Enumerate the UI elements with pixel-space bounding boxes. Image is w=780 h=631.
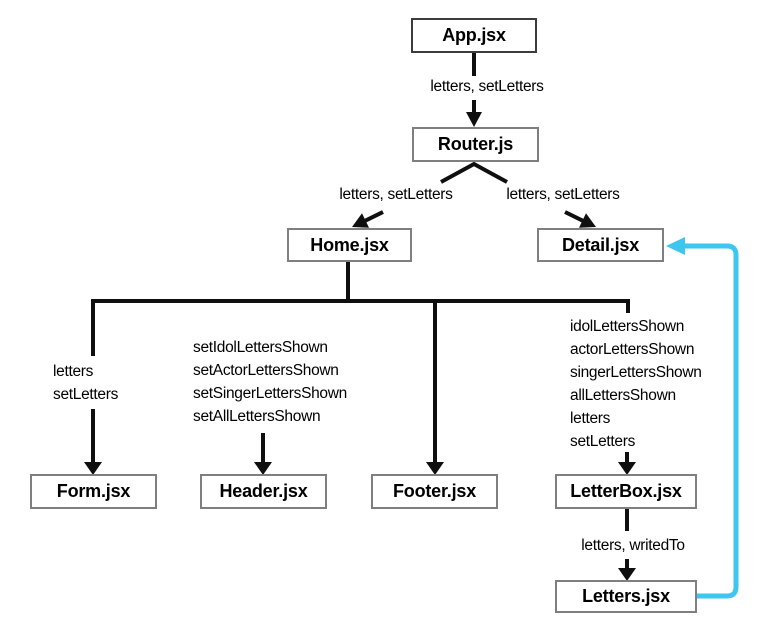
arrowhead-into-header xyxy=(254,462,272,475)
node-home-label: Home.jsx xyxy=(310,234,389,255)
node-form: Form.jsx xyxy=(30,474,157,509)
edge-label-router-to-home: letters, setLetters xyxy=(339,186,453,203)
node-app: App.jsx xyxy=(411,18,537,53)
node-letters: Letters.jsx xyxy=(555,580,697,613)
node-letters-label: Letters.jsx xyxy=(582,586,670,606)
edge-into-detail xyxy=(564,210,586,224)
edge-into-home xyxy=(362,210,384,224)
node-router: Router.js xyxy=(412,127,539,162)
prop-item: allLettersShown xyxy=(570,387,676,404)
arrowhead-feedback-into-detail xyxy=(666,237,685,255)
letterbox-props-list: idolLettersShown actorLettersShown singe… xyxy=(570,315,702,453)
node-footer-label: Footer.jsx xyxy=(392,481,477,501)
node-letterbox: LetterBox.jsx xyxy=(555,474,697,509)
node-header: Header.jsx xyxy=(200,474,327,509)
prop-item: setIdolLettersShown xyxy=(193,339,328,356)
arrowhead-into-router xyxy=(466,112,482,127)
prop-item: letters xyxy=(570,410,611,427)
node-footer: Footer.jsx xyxy=(371,474,498,509)
prop-item: idolLettersShown xyxy=(570,318,685,335)
prop-item: setLetters xyxy=(53,386,119,403)
arrowhead-into-footer xyxy=(426,462,444,475)
edge-label-app-to-router: letters, setLetters xyxy=(430,78,544,95)
prop-item: setAllLettersShown xyxy=(193,408,321,425)
prop-item: setSingerLettersShown xyxy=(193,385,347,402)
prop-item: singerLettersShown xyxy=(570,364,702,381)
node-form-label: Form.jsx xyxy=(56,481,131,501)
arrowhead-into-letterbox xyxy=(618,462,636,475)
form-props-list: letters setLetters xyxy=(53,360,118,406)
node-header-label: Header.jsx xyxy=(219,481,308,501)
node-letterbox-label: LetterBox.jsx xyxy=(570,481,682,501)
feedback-edge xyxy=(666,237,739,599)
arrowheads xyxy=(84,112,636,581)
feedback-edge-path xyxy=(684,243,739,599)
arrowhead-into-form xyxy=(84,462,102,475)
node-detail: Detail.jsx xyxy=(537,228,664,262)
arrowhead-into-letters xyxy=(618,568,636,581)
node-detail-label: Detail.jsx xyxy=(561,234,640,255)
tree-edges xyxy=(91,53,630,569)
prop-item: setLetters xyxy=(570,433,636,450)
prop-item: actorLettersShown xyxy=(570,341,695,358)
edge-label-router-to-detail: letters, setLetters xyxy=(506,186,620,203)
header-props-list: setIdolLettersShown setActorLettersShown… xyxy=(193,336,347,428)
node-app-label: App.jsx xyxy=(442,25,506,45)
node-router-label: Router.js xyxy=(437,134,514,154)
prop-item: setActorLettersShown xyxy=(193,362,339,379)
edge-branch-bar xyxy=(91,299,630,356)
node-home: Home.jsx xyxy=(287,228,412,262)
edge-label-letterbox-to-letters: letters, writedTo xyxy=(581,537,685,554)
edge-router-split xyxy=(440,161,508,184)
arrowhead-into-detail xyxy=(579,213,596,228)
prop-item: letters xyxy=(53,363,94,380)
arrowhead-into-home xyxy=(352,213,369,228)
